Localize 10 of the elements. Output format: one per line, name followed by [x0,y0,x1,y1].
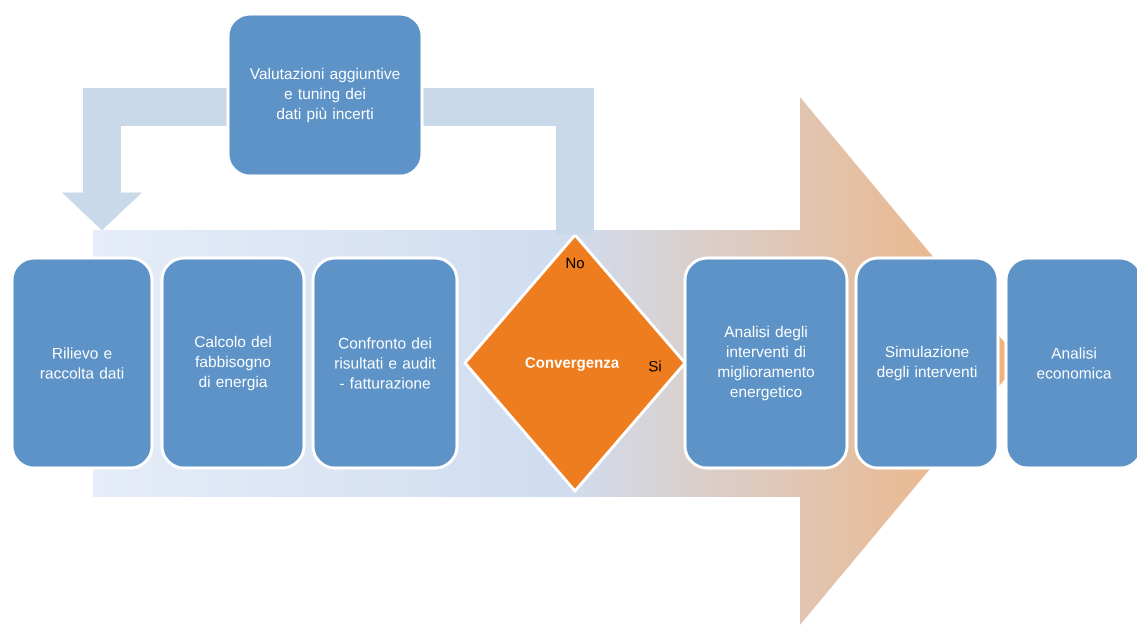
process-box: Valutazioni aggiuntive e tuning dei dati più incerti [226,12,424,178]
branch-label: No [566,257,584,269]
decision-label: Convergenza [525,357,620,371]
process-box: Calcolo del fabbisogno di energia [160,256,306,470]
process-box: Rilievo e raccolta dati [10,256,154,470]
process-box: Analisi economica [1004,256,1137,470]
process-box: Confronto dei risultati e audit - fatturazione [311,256,459,470]
process-box: Simulazione degli interventi [854,256,1000,470]
branch-label: Si [649,360,661,372]
process-box: Analisi degli interventi di miglioramento energetico [683,256,849,470]
